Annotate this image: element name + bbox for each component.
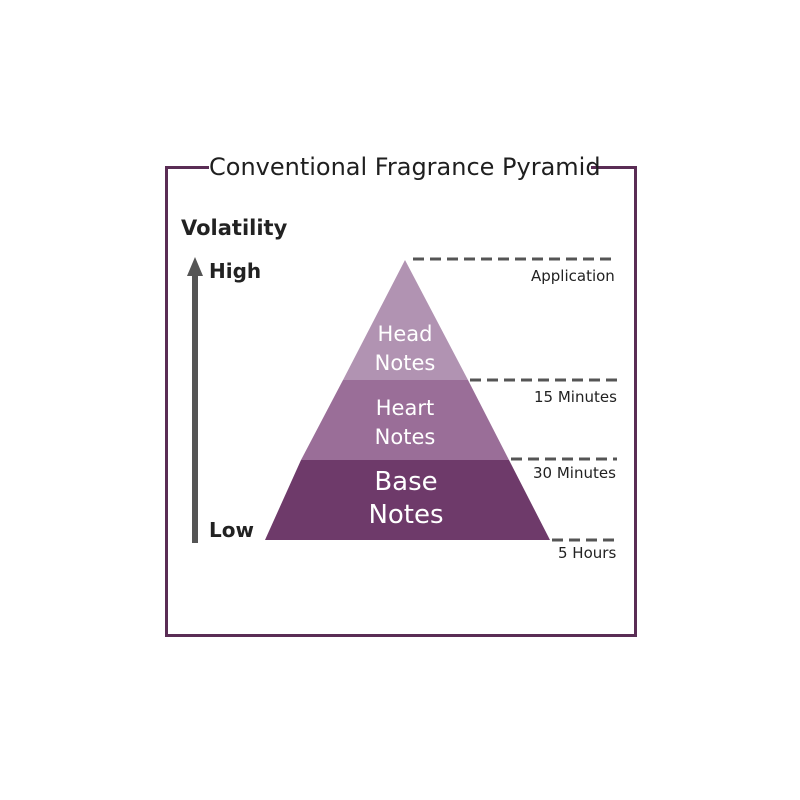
volatility-label: Volatility: [181, 216, 288, 240]
base-notes-line2: Notes: [368, 500, 444, 530]
head-notes-line1: Head: [377, 322, 433, 346]
heart-notes-line1: Heart: [375, 396, 435, 420]
pyramid-layer-head: [343, 260, 468, 380]
head-notes-label: Head Notes: [340, 320, 470, 378]
low-label: Low: [209, 518, 254, 542]
diagram-title: Conventional Fragrance Pyramid: [209, 150, 601, 184]
time-label-15-minutes: 15 Minutes: [534, 388, 617, 406]
pyramid-layer-heart: [301, 380, 509, 460]
time-label-30-minutes: 30 Minutes: [533, 464, 616, 482]
heart-notes-line2: Notes: [374, 425, 436, 449]
base-notes-line1: Base: [374, 467, 438, 497]
high-label: High: [209, 259, 262, 283]
time-label-application: Application: [531, 267, 615, 285]
volatility-arrow-head: [187, 257, 203, 276]
base-notes-label: Base Notes: [326, 466, 486, 532]
pyramid-layer-base: [265, 460, 550, 540]
time-label-5-hours: 5 Hours: [558, 544, 617, 562]
head-notes-line2: Notes: [374, 351, 436, 375]
heart-notes-label: Heart Notes: [340, 394, 470, 452]
